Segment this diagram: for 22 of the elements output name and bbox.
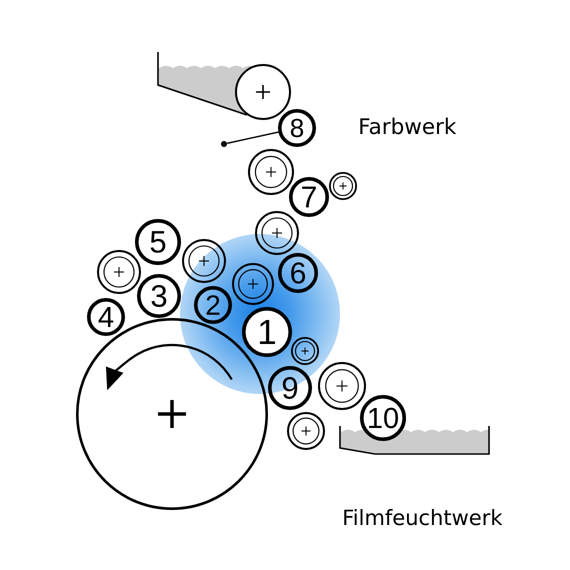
numbered-roller: 8 [278, 109, 316, 147]
roller [329, 172, 357, 200]
numbered-roller: 10 [360, 395, 406, 441]
numbered-roller: 6 [278, 253, 318, 293]
roller [235, 64, 291, 120]
roller [248, 149, 294, 195]
numbered-roller: 2 [194, 286, 232, 324]
numbered-roller: 3 [137, 274, 181, 318]
section-label: Filmfeuchtwerk [344, 509, 502, 526]
lever-arm [226, 131, 279, 144]
roller [255, 211, 299, 255]
numbered-roller: 5 [135, 219, 181, 265]
numbered-roller: 7 [289, 177, 329, 217]
roller [287, 412, 325, 450]
roller [182, 239, 226, 283]
roller [232, 263, 274, 305]
numbered-roller: 4 [87, 298, 125, 336]
numbered-roller: 9 [268, 366, 312, 410]
roller [97, 250, 141, 294]
section-label: Farbwerk [360, 118, 456, 134]
roller [291, 337, 319, 365]
roller [318, 362, 366, 410]
